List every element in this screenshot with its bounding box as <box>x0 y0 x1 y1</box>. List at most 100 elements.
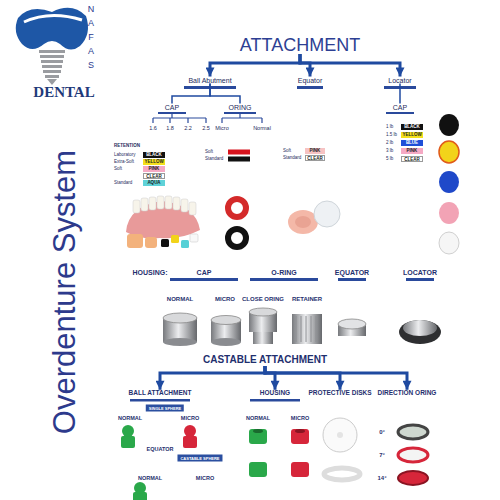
color-cell: YELLOW <box>143 159 165 165</box>
retention-cap <box>127 234 143 248</box>
oring-part <box>228 199 246 217</box>
logo-wordmark: NAFAS <box>86 4 95 74</box>
connector-arrow <box>265 366 407 390</box>
node-text: BALL ATTACHMENT <box>129 390 192 397</box>
node-text: Equator <box>298 77 323 84</box>
logo-screw <box>42 65 62 68</box>
table-header: RETENTION <box>114 144 140 149</box>
node-text: ORING <box>229 104 252 111</box>
denture-tooth <box>165 196 172 209</box>
connector-arrow <box>172 84 210 104</box>
category-node: Locator <box>388 77 411 84</box>
node-text: BLACK <box>401 124 423 130</box>
castable-part <box>183 436 197 448</box>
denture-tooth <box>181 199 188 212</box>
force-label: 3 lb <box>386 149 393 154</box>
variant-label: MICRO <box>181 416 199 422</box>
retention-cap <box>145 237 157 248</box>
retention-cap <box>171 235 179 243</box>
color-cell: AQUA <box>143 180 165 186</box>
equator-cap <box>314 201 340 227</box>
denture-tooth <box>189 202 196 215</box>
castable-part <box>249 429 267 444</box>
size-label: 1.8 <box>166 126 174 132</box>
color-cell: CLEAR <box>401 156 423 162</box>
node-text: BLACK <box>143 152 165 158</box>
section-label: HOUSING: <box>133 269 168 276</box>
section-heading: PROTECTIVE DISKS <box>308 390 371 397</box>
node-text: YELLOW <box>143 159 165 165</box>
locator-cap <box>439 202 459 224</box>
category-node: Ball Abutment <box>188 77 231 84</box>
section-heading: DIRECTION ORING <box>378 390 437 397</box>
variant-label: MICRO <box>196 476 214 482</box>
node-text: HOUSING <box>260 390 290 397</box>
heading-bar <box>406 278 434 281</box>
protective-disk <box>337 432 343 438</box>
castable-part <box>249 462 267 477</box>
denture-tooth <box>149 197 156 210</box>
locator-cap <box>439 171 459 193</box>
retention-label: Soft <box>283 149 291 154</box>
direction-oring <box>398 471 428 485</box>
heading-bar <box>158 112 186 114</box>
node-text: PROTECTIVE DISKS <box>308 390 371 397</box>
badge-box: SINGLE SPHERE <box>146 405 184 412</box>
node-text: DIRECTION ORING <box>378 390 437 397</box>
metal-housing <box>249 308 277 316</box>
logo-screw <box>43 70 61 73</box>
size-label: 2.2 <box>184 126 192 132</box>
color-cell: BLACK <box>401 124 423 130</box>
node-text: PINK <box>143 166 165 172</box>
retention-label: Standard <box>205 157 223 162</box>
force-label: 1 lb <box>386 125 393 130</box>
branch-lines <box>222 114 262 123</box>
denture-tooth <box>141 198 148 211</box>
castable-part <box>295 429 305 433</box>
node-text: CAP <box>165 104 179 111</box>
locator-cap <box>439 232 459 254</box>
direction-oring <box>398 448 428 462</box>
vertical-title: Overdenture System <box>49 150 80 434</box>
variant-label: NORMAL <box>138 476 162 482</box>
node-text: Locator <box>388 77 411 84</box>
node-text: YELLOW <box>401 132 423 138</box>
castable-part <box>253 429 263 433</box>
node-text: PINK <box>305 148 325 154</box>
castable-part <box>291 429 309 444</box>
color-cell: PINK <box>305 148 325 154</box>
direction-oring <box>398 425 428 439</box>
denture-tooth <box>133 200 140 213</box>
locator-cap <box>439 114 459 136</box>
angle-label: 0° <box>379 429 385 435</box>
subcategory-node: ORING <box>229 104 252 111</box>
castable-part <box>134 482 146 494</box>
equator-cap <box>288 210 318 234</box>
section-heading: HOUSING <box>260 390 290 397</box>
oring-part <box>228 229 246 247</box>
color-swatch <box>228 150 250 155</box>
color-cell: CLEAR <box>143 173 165 179</box>
section-label: LOCATOR <box>403 269 437 276</box>
connector-arrow <box>210 84 240 104</box>
logo-tooth <box>16 8 88 50</box>
castable-part <box>121 436 135 448</box>
branch-lines <box>153 114 206 123</box>
metal-housing <box>211 316 241 325</box>
angle-label: 7° <box>379 452 385 458</box>
subcategory-node: CAP <box>393 104 407 111</box>
heading-node: ATTACHMENT <box>240 36 360 54</box>
logo-swoosh <box>24 15 82 22</box>
metal-housing <box>399 320 441 344</box>
metal-housing <box>163 338 197 346</box>
heading-bar <box>386 112 414 114</box>
retention-label: Standard <box>283 156 301 161</box>
metal-housing <box>163 313 197 323</box>
connector-arrow <box>265 366 340 390</box>
section-label: EQUATOR <box>335 269 369 276</box>
heading-bar <box>250 278 318 281</box>
protective-disk <box>323 418 357 452</box>
size-label: Normal <box>253 126 271 132</box>
logo-screw <box>41 60 63 63</box>
